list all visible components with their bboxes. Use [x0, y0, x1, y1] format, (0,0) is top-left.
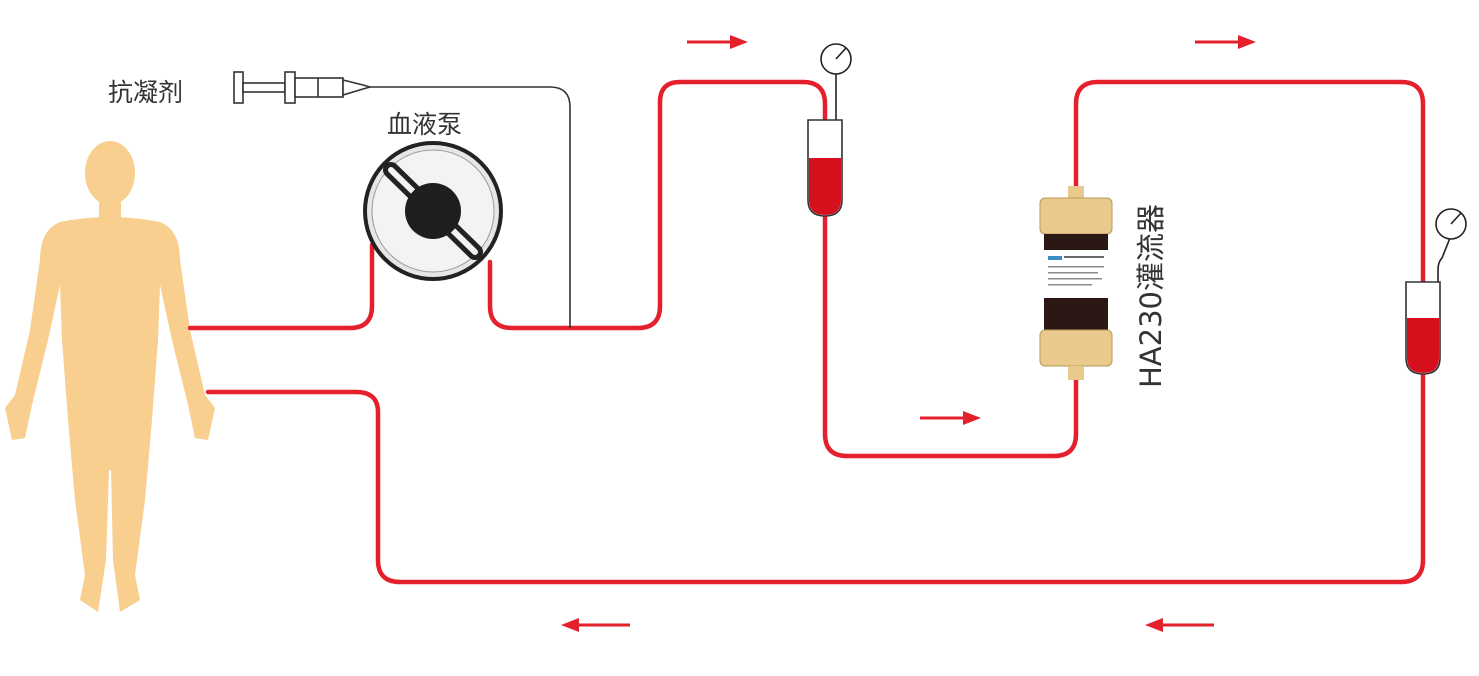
anticoagulant-line [370, 86, 571, 328]
cartridge-to-chamber2-line [1073, 79, 1426, 290]
syringe-icon [233, 71, 373, 104]
drip-chamber-icon [807, 119, 843, 217]
blood-tubing [187, 79, 1426, 585]
pump-outlet-line [487, 79, 828, 331]
flow-arrow-left-icon [561, 618, 630, 632]
perfusion-device-label: HA230灌流器 [1134, 204, 1168, 388]
perfusion-cartridge-icon [1039, 186, 1113, 380]
venous-return-line [205, 365, 1426, 585]
pressure-gauge-icon [820, 43, 852, 120]
drip-chamber-icon [1405, 281, 1441, 375]
flow-arrow-right-icon [1195, 35, 1256, 49]
chamber1-to-cartridge-line [822, 209, 1079, 459]
arterial-line [187, 242, 375, 331]
flow-arrows [561, 35, 1256, 632]
flow-arrow-left-icon [1145, 618, 1214, 632]
flow-arrow-right-icon [920, 411, 981, 425]
blood-pump-label: 血液泵 [387, 110, 462, 139]
pressure-gauge-icon [1435, 208, 1467, 287]
anticoagulant-label: 抗凝剂 [108, 78, 183, 107]
human-figure-icon [5, 141, 215, 612]
roller-pump-icon [363, 141, 503, 281]
flow-arrow-right-icon [687, 35, 748, 49]
